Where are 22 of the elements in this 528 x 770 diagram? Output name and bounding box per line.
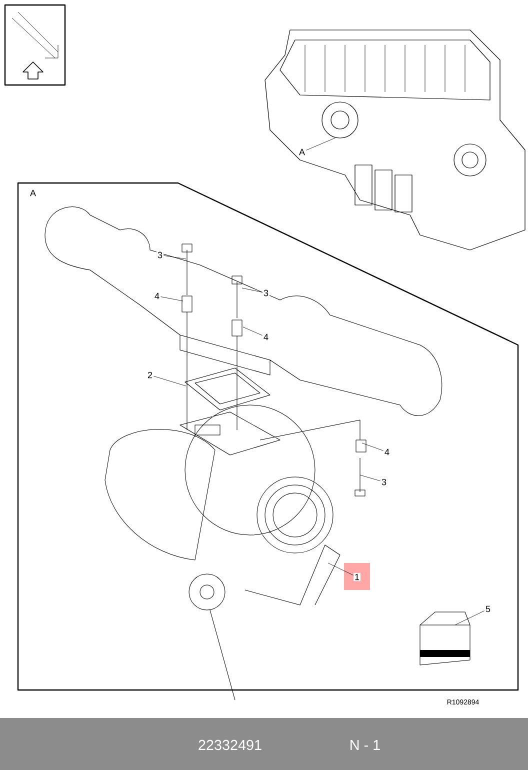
leader-line	[154, 376, 186, 386]
view-letter: A	[30, 190, 36, 196]
quantity-text: N - 1	[350, 740, 380, 750]
callout-number: 4	[384, 448, 390, 456]
leader-line	[328, 562, 354, 576]
callout-number: 3	[262, 288, 270, 298]
leader-line	[454, 610, 484, 626]
leader-line	[242, 288, 262, 292]
callout-number: A	[298, 148, 306, 156]
leader-line	[360, 474, 380, 482]
leader-line	[242, 326, 262, 336]
callout-number: 4	[154, 292, 160, 300]
callout-number: 3	[156, 250, 164, 260]
callout-number: 3	[380, 478, 388, 486]
leader-line	[164, 255, 186, 260]
callout-number: 5	[484, 604, 492, 614]
leader-line	[160, 296, 184, 302]
leader-line	[362, 442, 384, 451]
callout-number: 4	[262, 332, 270, 342]
callout-number: 2	[146, 370, 154, 380]
leader-line	[306, 138, 336, 150]
part-number: 22332491	[198, 740, 262, 750]
